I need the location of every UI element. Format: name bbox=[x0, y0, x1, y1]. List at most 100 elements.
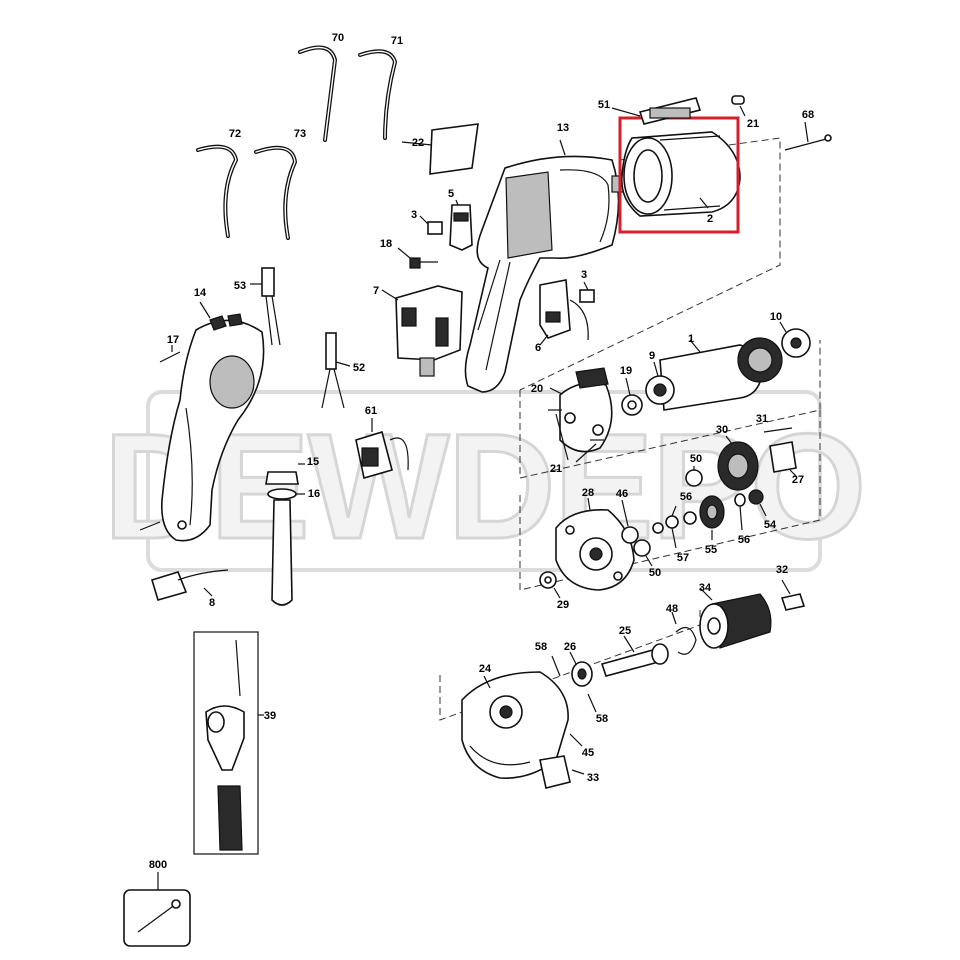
label-50-top: 50 bbox=[690, 453, 702, 465]
bushing-46 bbox=[621, 499, 639, 544]
motor-housing-13 bbox=[464, 139, 625, 393]
bearing-10 bbox=[779, 321, 811, 358]
label-20: 20 bbox=[531, 383, 543, 395]
label-2: 2 bbox=[707, 213, 713, 225]
label-52: 52 bbox=[353, 362, 365, 374]
label-15: 15 bbox=[307, 456, 319, 468]
bushing-50-bottom bbox=[633, 539, 653, 567]
label-51: 51 bbox=[598, 99, 610, 111]
label-34: 34 bbox=[699, 582, 712, 594]
bushing-50-top bbox=[685, 466, 703, 487]
label-56-bottom: 56 bbox=[738, 534, 750, 546]
label-58-bottom: 58 bbox=[596, 713, 608, 725]
gear-housing-24 bbox=[461, 671, 569, 779]
pin-21-top bbox=[731, 95, 746, 117]
label-50-bottom: 50 bbox=[649, 567, 661, 579]
screw-18 bbox=[397, 247, 438, 269]
label-21-top: 21 bbox=[747, 118, 759, 130]
wire-73 bbox=[254, 145, 298, 240]
label-21-bottom: 21 bbox=[550, 463, 562, 475]
armature-1 bbox=[659, 337, 783, 411]
label-26: 26 bbox=[564, 641, 576, 653]
label-9: 9 bbox=[649, 350, 655, 362]
lock-button-33 bbox=[539, 755, 585, 789]
screw-17 bbox=[159, 345, 181, 363]
label-16: 16 bbox=[308, 488, 320, 500]
label-13: 13 bbox=[557, 122, 569, 134]
capacitor-53 bbox=[250, 267, 281, 346]
label-17: 17 bbox=[167, 334, 179, 346]
label-53: 53 bbox=[234, 280, 246, 292]
screws-58 bbox=[551, 655, 597, 713]
label-28: 28 bbox=[582, 487, 594, 499]
callout-labels: 70 71 72 73 51 21 68 22 13 2 5 3 18 3 7 … bbox=[149, 32, 814, 871]
label-6: 6 bbox=[535, 342, 541, 354]
bearing-54 bbox=[748, 489, 767, 517]
washer-56-right bbox=[734, 493, 746, 531]
label-18: 18 bbox=[380, 238, 392, 250]
label-30: 30 bbox=[716, 424, 728, 436]
label-71: 71 bbox=[391, 35, 403, 47]
label-58-top: 58 bbox=[535, 641, 547, 653]
brush-ring-20 bbox=[549, 367, 613, 453]
label-1: 1 bbox=[688, 333, 694, 345]
brush-holder-5 bbox=[449, 199, 473, 251]
wire-70 bbox=[298, 45, 338, 142]
tool-kit-800 bbox=[123, 872, 191, 947]
label-29: 29 bbox=[557, 599, 569, 611]
washer-19 bbox=[621, 377, 643, 416]
label-7: 7 bbox=[373, 285, 379, 297]
pinion-55 bbox=[699, 495, 725, 540]
label-3-right: 3 bbox=[581, 269, 587, 281]
tool-68 bbox=[784, 121, 832, 151]
field-assembly-2 bbox=[621, 131, 741, 217]
gear-30 bbox=[717, 435, 759, 491]
wire-72 bbox=[196, 144, 239, 238]
label-27: 27 bbox=[792, 474, 804, 486]
nut-15 bbox=[265, 463, 305, 485]
pin-31 bbox=[763, 427, 793, 433]
power-cord-8 bbox=[151, 569, 229, 601]
washer-29 bbox=[539, 571, 561, 599]
bearing-9 bbox=[645, 361, 675, 405]
spindle-25 bbox=[600, 635, 669, 677]
label-45: 45 bbox=[582, 747, 594, 759]
label-8: 8 bbox=[209, 597, 215, 609]
label-3-left: 3 bbox=[411, 209, 417, 221]
brush-3-left bbox=[419, 215, 443, 235]
retaining-ring-48 bbox=[671, 611, 697, 655]
label-48: 48 bbox=[666, 603, 678, 615]
rod-16 bbox=[267, 488, 305, 606]
label-56-top: 56 bbox=[680, 491, 692, 503]
label-10: 10 bbox=[770, 311, 782, 323]
label-61: 61 bbox=[365, 405, 377, 417]
brush-3-right bbox=[579, 281, 595, 303]
gear-case-28 bbox=[555, 497, 635, 591]
screw-handle-bottom bbox=[139, 521, 161, 531]
chuck-34 bbox=[699, 587, 772, 649]
label-33: 33 bbox=[587, 772, 599, 784]
label-54: 54 bbox=[764, 519, 777, 531]
switch-7 bbox=[381, 285, 463, 377]
pins-21 bbox=[548, 409, 604, 463]
brush-holder-51 bbox=[611, 97, 702, 125]
label-22: 22 bbox=[412, 137, 424, 149]
brush-holder-6 bbox=[539, 279, 589, 346]
label-sticker-22 bbox=[401, 123, 479, 175]
label-14: 14 bbox=[194, 287, 207, 299]
label-5: 5 bbox=[448, 188, 454, 200]
washers-56-57 bbox=[652, 505, 697, 549]
label-800: 800 bbox=[149, 859, 167, 871]
label-24: 24 bbox=[479, 663, 492, 675]
label-46: 46 bbox=[616, 488, 628, 500]
suppressor-61 bbox=[355, 418, 409, 480]
label-19: 19 bbox=[620, 365, 632, 377]
capacitor-52 bbox=[321, 332, 351, 409]
label-72: 72 bbox=[229, 128, 241, 140]
label-70: 70 bbox=[332, 32, 344, 44]
label-73: 73 bbox=[294, 128, 306, 140]
chuck-key-screw-32 bbox=[780, 579, 806, 611]
label-32: 32 bbox=[776, 564, 788, 576]
bearing-27 bbox=[769, 441, 797, 477]
